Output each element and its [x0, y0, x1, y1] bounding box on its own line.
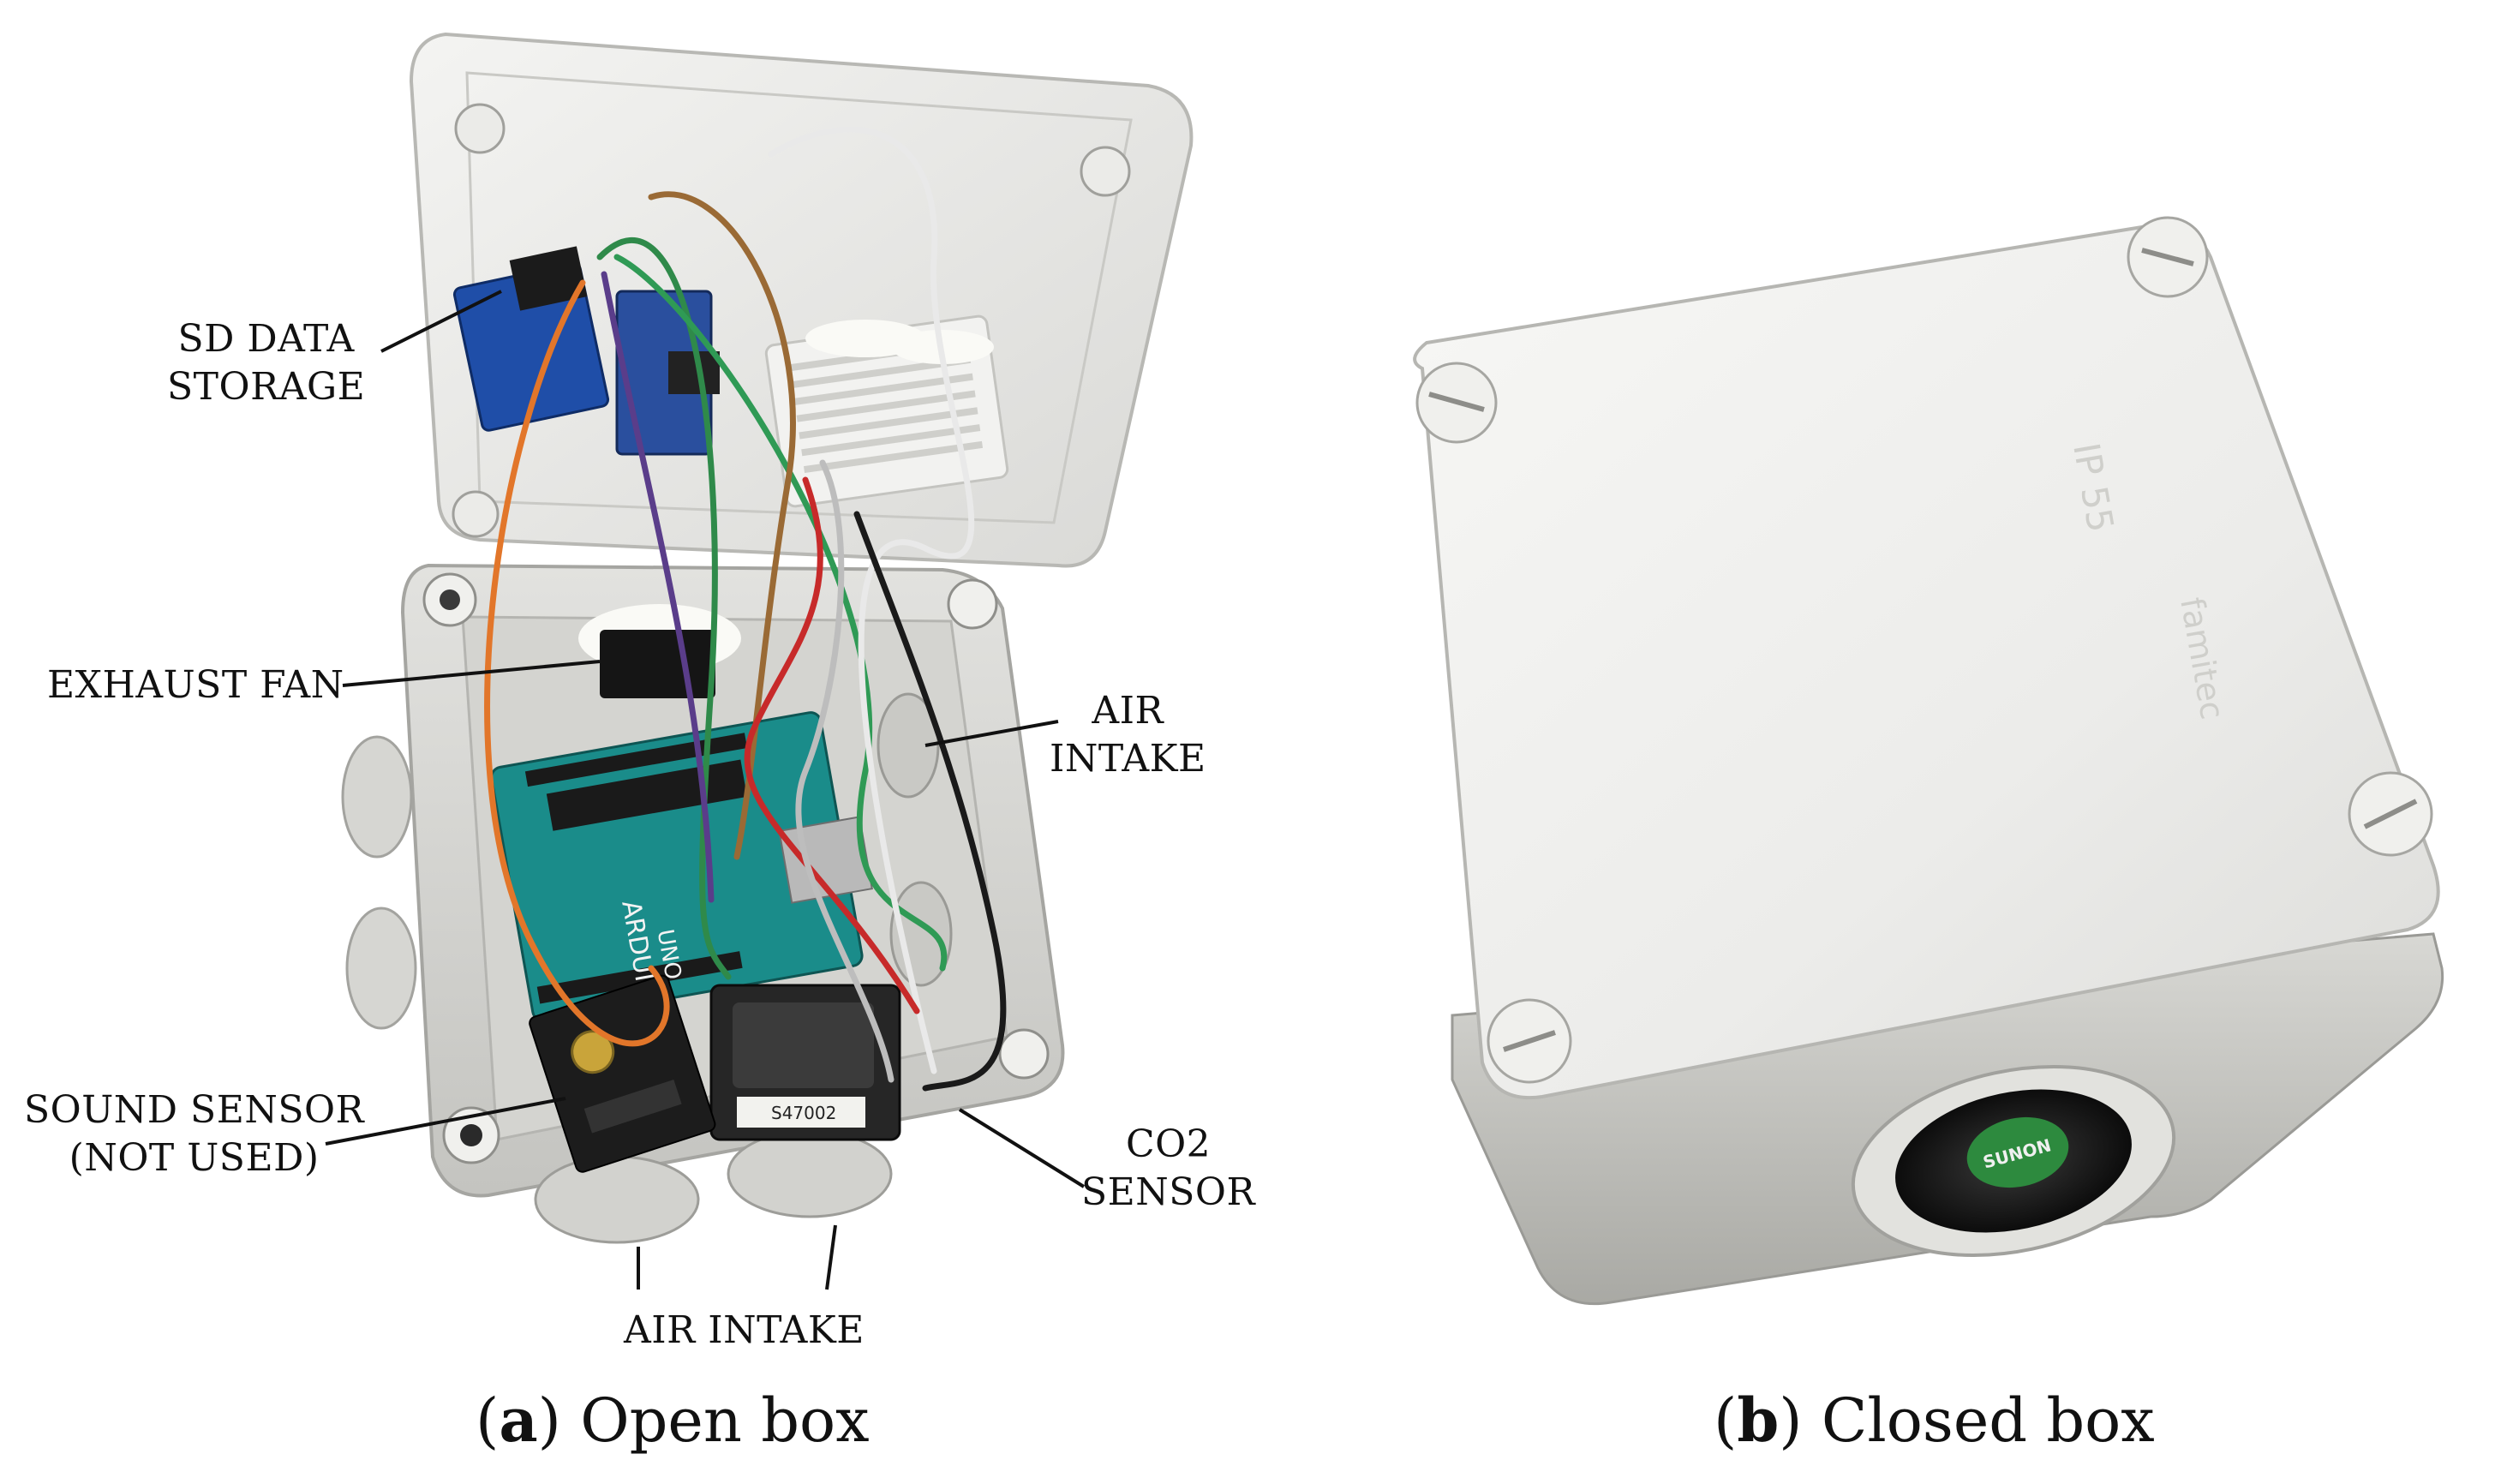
arduino-uno-board: ARDUINO UNO: [490, 711, 873, 1023]
label-exhaust-fan-text: EXHAUST FAN: [47, 663, 344, 707]
caption-b-text: Closed box: [1821, 1385, 2155, 1456]
label-sd-line2: STORAGE: [167, 365, 366, 409]
co2-sensor-board: S47002: [709, 984, 901, 1141]
sensor-code-text: S47002: [771, 1103, 836, 1123]
label-air-intake-line1: AIR: [1092, 689, 1164, 733]
caption-a-text: Open box: [580, 1385, 870, 1456]
sound-sensor-board: [529, 974, 716, 1173]
caption-a: (a) Open box: [476, 1385, 870, 1456]
closed-lid-screws: [1415, 216, 2433, 1084]
leader-lines-a: [325, 290, 1086, 1290]
open-box-photo: ARDUINO UNO S47002: [325, 32, 1194, 1290]
caption-b-letter: b: [1737, 1385, 1780, 1456]
lid-screw-2: [1080, 146, 1131, 197]
label-sd-data-storage: SD DATA STORAGE: [167, 315, 365, 411]
closed-box-photo: IP 55 famitec SUNON: [1413, 216, 2444, 1306]
bottom-gland-left: [534, 1155, 700, 1244]
label-air-intake-side: AIR INTAKE: [1050, 687, 1206, 783]
closed-box-fan: SUNON: [1851, 1064, 2176, 1258]
label-exhaust-fan: EXHAUST FAN: [47, 661, 344, 709]
closed-box-lid: [1413, 224, 2440, 1100]
label-co2-line1: CO2: [1125, 1122, 1212, 1166]
caption-b: (b) Closed box: [1714, 1385, 2155, 1456]
lid-screw-1: [454, 103, 506, 154]
label-sound-sensor: SOUND SENSOR (NOT USED): [24, 1086, 364, 1182]
label-air-intake-bottom: AIR INTAKE: [624, 1307, 865, 1355]
caption-a-letter: a: [499, 1385, 538, 1456]
label-air-intake-line2: INTAKE: [1050, 737, 1206, 781]
label-co2-line2: SENSOR: [1081, 1170, 1256, 1214]
exhaust-fan: [600, 630, 715, 698]
label-air-intake-bottom-text: AIR INTAKE: [624, 1308, 865, 1352]
bottom-gland-right: [727, 1129, 893, 1218]
label-sound-sensor-line2: (NOT USED): [69, 1136, 320, 1180]
lid-screw-3: [452, 490, 500, 538]
label-co2-sensor: CO2 SENSOR: [1081, 1121, 1255, 1217]
wiring: [484, 126, 1007, 1092]
label-sd-line1: SD DATA: [177, 317, 355, 361]
label-sound-sensor-line1: SOUND SENSOR: [24, 1088, 365, 1132]
